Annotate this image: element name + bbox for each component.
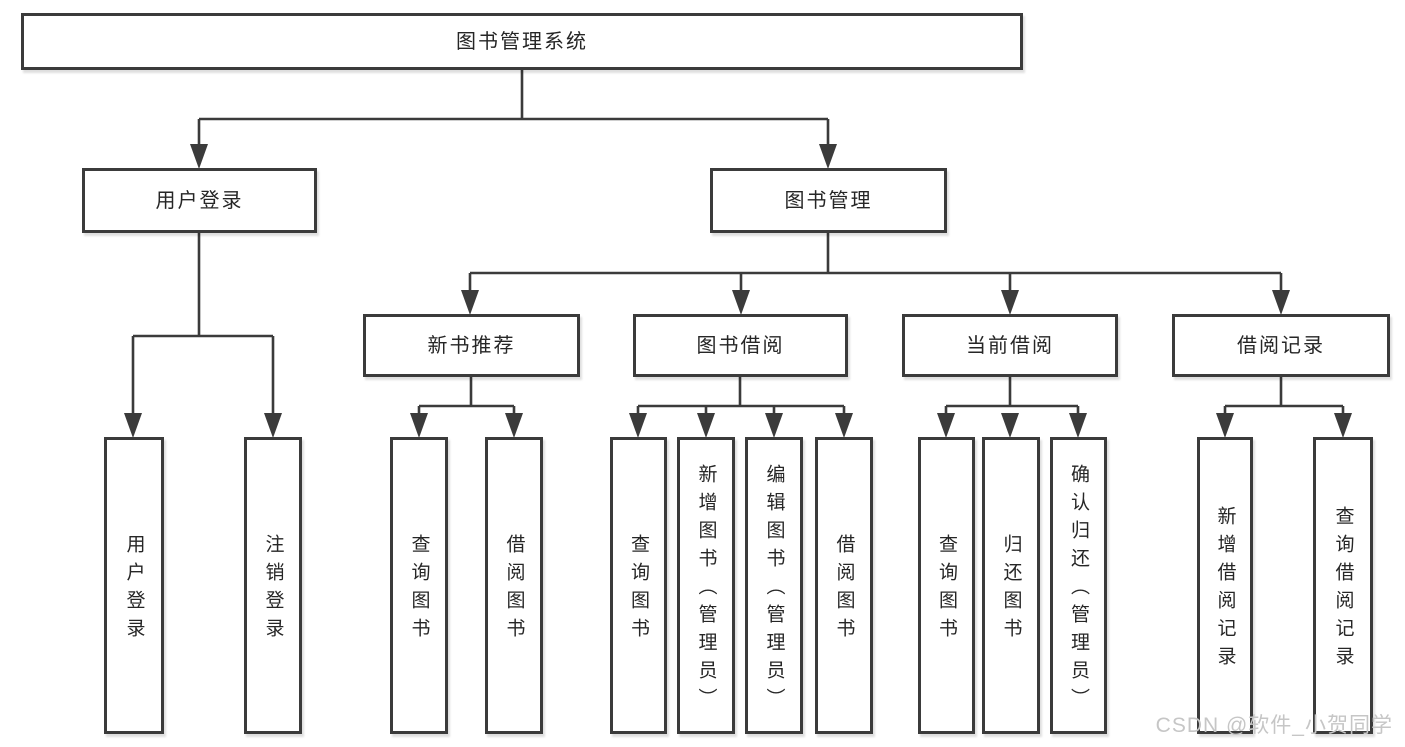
node-current-borrow-label: 当前借阅 <box>966 334 1054 357</box>
arrowheads <box>124 144 1352 438</box>
leaf-bb-add-book-admin-label: 新增图书（管理员） <box>695 464 717 716</box>
leaf-logout: 注销登录 <box>244 437 302 734</box>
node-new-book-recommend-label: 新书推荐 <box>427 334 516 357</box>
node-book-borrow: 图书借阅 <box>633 314 848 377</box>
leaf-cb-confirm-return-admin-label: 确认归还（管理员） <box>1068 464 1089 716</box>
node-user-login: 用户登录 <box>82 168 317 233</box>
tree-edges <box>131 69 1345 414</box>
node-book-management: 图书管理 <box>710 168 947 233</box>
leaf-bb-add-book-admin: 新增图书（管理员） <box>677 437 735 734</box>
node-new-book-recommend: 新书推荐 <box>363 314 580 377</box>
leaf-bb-query-book-label: 查询图书 <box>628 534 649 646</box>
leaf-br-query-borrow-record-label: 查询借阅记录 <box>1332 506 1354 674</box>
csdn-watermark: CSDN @软件_小贺同学 <box>1155 714 1393 737</box>
node-root: 图书管理系统 <box>21 13 1023 70</box>
node-user-login-label: 用户登录 <box>155 189 244 212</box>
leaf-br-query-borrow-record: 查询借阅记录 <box>1313 437 1373 734</box>
node-book-borrow-label: 图书借阅 <box>696 334 785 357</box>
leaf-logout-label: 注销登录 <box>262 534 284 646</box>
leaf-br-add-borrow-record: 新增借阅记录 <box>1197 437 1253 734</box>
leaf-bb-borrow-book-label: 借阅图书 <box>833 534 855 646</box>
leaf-nb-query-book-label: 查询图书 <box>408 534 430 646</box>
node-book-management-label: 图书管理 <box>784 189 873 212</box>
node-root-label: 图书管理系统 <box>456 30 588 53</box>
leaf-bb-edit-book-admin-label: 编辑图书（管理员） <box>763 464 785 716</box>
leaf-nb-query-book: 查询图书 <box>390 437 448 734</box>
leaf-bb-borrow-book: 借阅图书 <box>815 437 873 734</box>
node-current-borrow: 当前借阅 <box>902 314 1118 377</box>
leaf-cb-return-book: 归还图书 <box>982 437 1040 734</box>
leaf-user-login-label: 用户登录 <box>123 534 145 646</box>
leaf-cb-query-book-label: 查询图书 <box>936 534 957 646</box>
leaf-user-login: 用户登录 <box>104 437 164 734</box>
node-borrow-records-label: 借阅记录 <box>1237 334 1325 357</box>
leaf-cb-query-book: 查询图书 <box>918 437 975 734</box>
leaf-nb-borrow-book-label: 借阅图书 <box>503 534 525 646</box>
leaf-bb-query-book: 查询图书 <box>610 437 667 734</box>
leaf-cb-return-book-label: 归还图书 <box>1000 534 1022 646</box>
leaf-br-add-borrow-record-label: 新增借阅记录 <box>1214 506 1236 674</box>
node-borrow-records: 借阅记录 <box>1172 314 1390 377</box>
leaf-nb-borrow-book: 借阅图书 <box>485 437 543 734</box>
leaf-bb-edit-book-admin: 编辑图书（管理员） <box>745 437 803 734</box>
leaf-cb-confirm-return-admin: 确认归还（管理员） <box>1050 437 1107 734</box>
